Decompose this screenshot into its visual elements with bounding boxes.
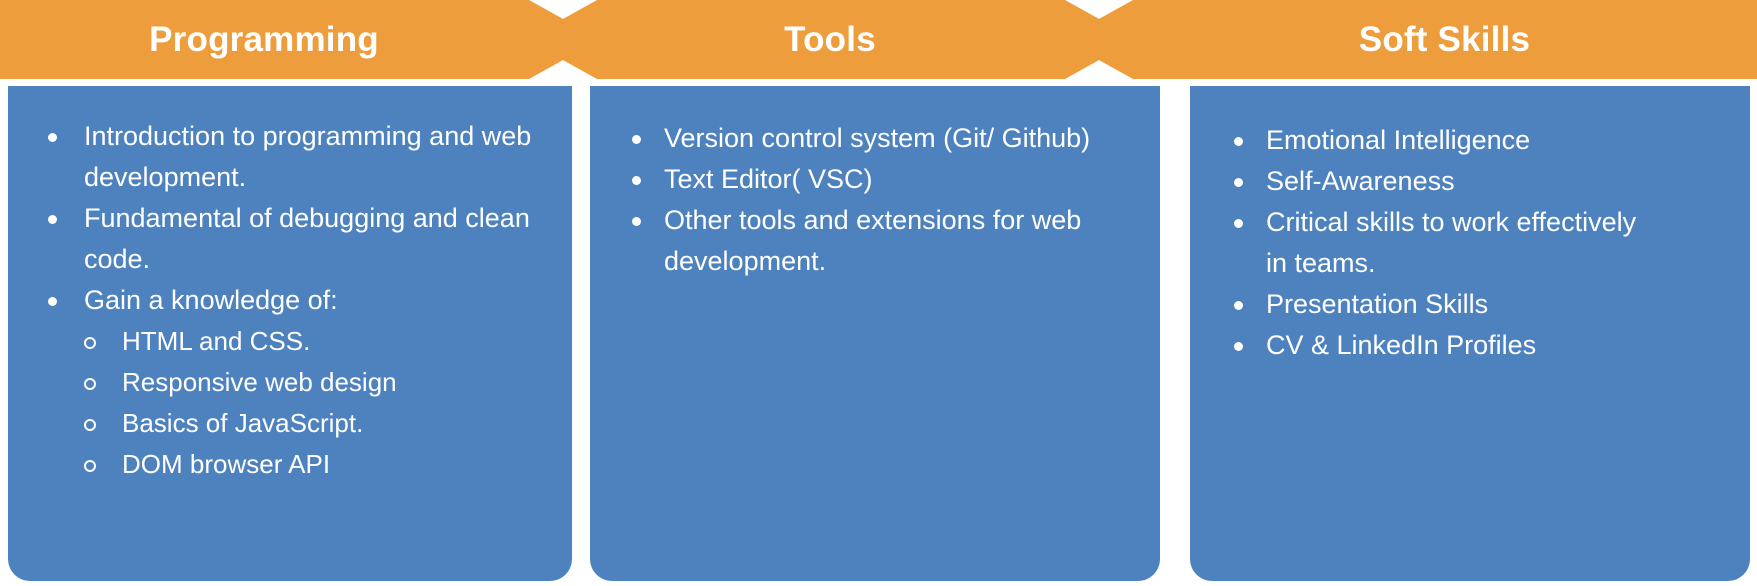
content-card-programming: Introduction to programming and web deve…	[8, 86, 572, 581]
sub-list-item-text: Basics of JavaScript.	[122, 408, 364, 438]
bullet-dot-icon	[1234, 137, 1243, 146]
list-item-text: Critical skills to work effectively	[1266, 207, 1637, 237]
list-item: Critical skills to work effectively in te…	[1214, 202, 1736, 284]
bullet-dot-icon	[1234, 219, 1243, 228]
list-item: Fundamental of debugging and clean code.	[26, 198, 558, 280]
list-item-text: Presentation Skills	[1266, 289, 1489, 319]
list-item: Introduction to programming and web deve…	[26, 116, 558, 198]
header-chevron-row: Programming Tools Soft Skills	[0, 0, 1757, 79]
content-card-tools: Version control system (Git/ Github) Tex…	[590, 86, 1160, 581]
list-item: CV & LinkedIn Profiles	[1214, 325, 1736, 366]
body-card-row: Introduction to programming and web deve…	[0, 86, 1757, 586]
list-item: Emotional Intelligence	[1214, 120, 1736, 161]
list-item: Presentation Skills	[1214, 284, 1736, 325]
bullet-ring-icon	[84, 337, 96, 349]
bullet-dot-icon	[1234, 301, 1243, 310]
sub-list-item: DOM browser API	[26, 444, 558, 485]
sub-list-item-text: HTML and CSS.	[122, 326, 311, 356]
list-item-text: Text Editor( VSC)	[664, 164, 873, 194]
bullet-dot-icon	[48, 297, 57, 306]
sub-list-item-text: Responsive web design	[122, 367, 397, 397]
sub-list-item: Responsive web design	[26, 362, 558, 403]
list-item: Self-Awareness	[1214, 161, 1736, 202]
bullet-list: Emotional Intelligence Self-Awareness Cr…	[1214, 120, 1736, 366]
bullet-ring-icon	[84, 419, 96, 431]
list-item-text-tail: in teams.	[1266, 248, 1376, 278]
bullet-list: Introduction to programming and web deve…	[26, 116, 558, 321]
list-item-text: Version control system (Git/ Github)	[664, 123, 1091, 153]
list-item: Other tools and extensions for web devel…	[612, 200, 1146, 282]
chevron-header-tools[interactable]: Tools	[526, 0, 1136, 79]
list-item: Gain a knowledge of:	[26, 280, 558, 321]
bullet-dot-icon	[632, 135, 641, 144]
list-item-text: Emotional Intelligence	[1266, 125, 1531, 155]
bullet-dot-icon	[632, 217, 641, 226]
chevron-header-label: Soft Skills	[1358, 20, 1531, 59]
list-item-text: CV & LinkedIn Profiles	[1266, 330, 1537, 360]
chevron-header-soft-skills[interactable]: Soft Skills	[1062, 0, 1757, 79]
chevron-header-label: Tools	[784, 20, 876, 59]
sub-list-item-text: DOM browser API	[122, 449, 331, 479]
sub-bullet-list: HTML and CSS. Responsive web design Basi…	[26, 321, 558, 485]
bullet-dot-icon	[1234, 342, 1243, 351]
list-item: Text Editor( VSC)	[612, 159, 1146, 200]
chevron-header-programming[interactable]: Programming	[0, 0, 600, 79]
bullet-dot-icon	[48, 215, 57, 224]
list-item-text: Fundamental of debugging and clean code.	[84, 203, 530, 274]
list-item-text: Gain a knowledge of:	[84, 285, 338, 315]
sub-list-item: HTML and CSS.	[26, 321, 558, 362]
chevron-header-label: Programming	[149, 20, 379, 59]
bullet-ring-icon	[84, 378, 96, 390]
bullet-dot-icon	[48, 133, 57, 142]
list-item: Version control system (Git/ Github)	[612, 118, 1146, 159]
bullet-dot-icon	[632, 176, 641, 185]
bullet-dot-icon	[1234, 178, 1243, 187]
sub-list-item: Basics of JavaScript.	[26, 403, 558, 444]
content-card-soft-skills: Emotional Intelligence Self-Awareness Cr…	[1190, 86, 1750, 581]
list-item-text: Self-Awareness	[1266, 166, 1455, 196]
bullet-ring-icon	[84, 460, 96, 472]
list-item-text: Other tools and extensions for web devel…	[664, 205, 1082, 276]
bullet-list: Version control system (Git/ Github) Tex…	[612, 118, 1146, 282]
list-item-text: Introduction to programming and web deve…	[84, 121, 532, 192]
